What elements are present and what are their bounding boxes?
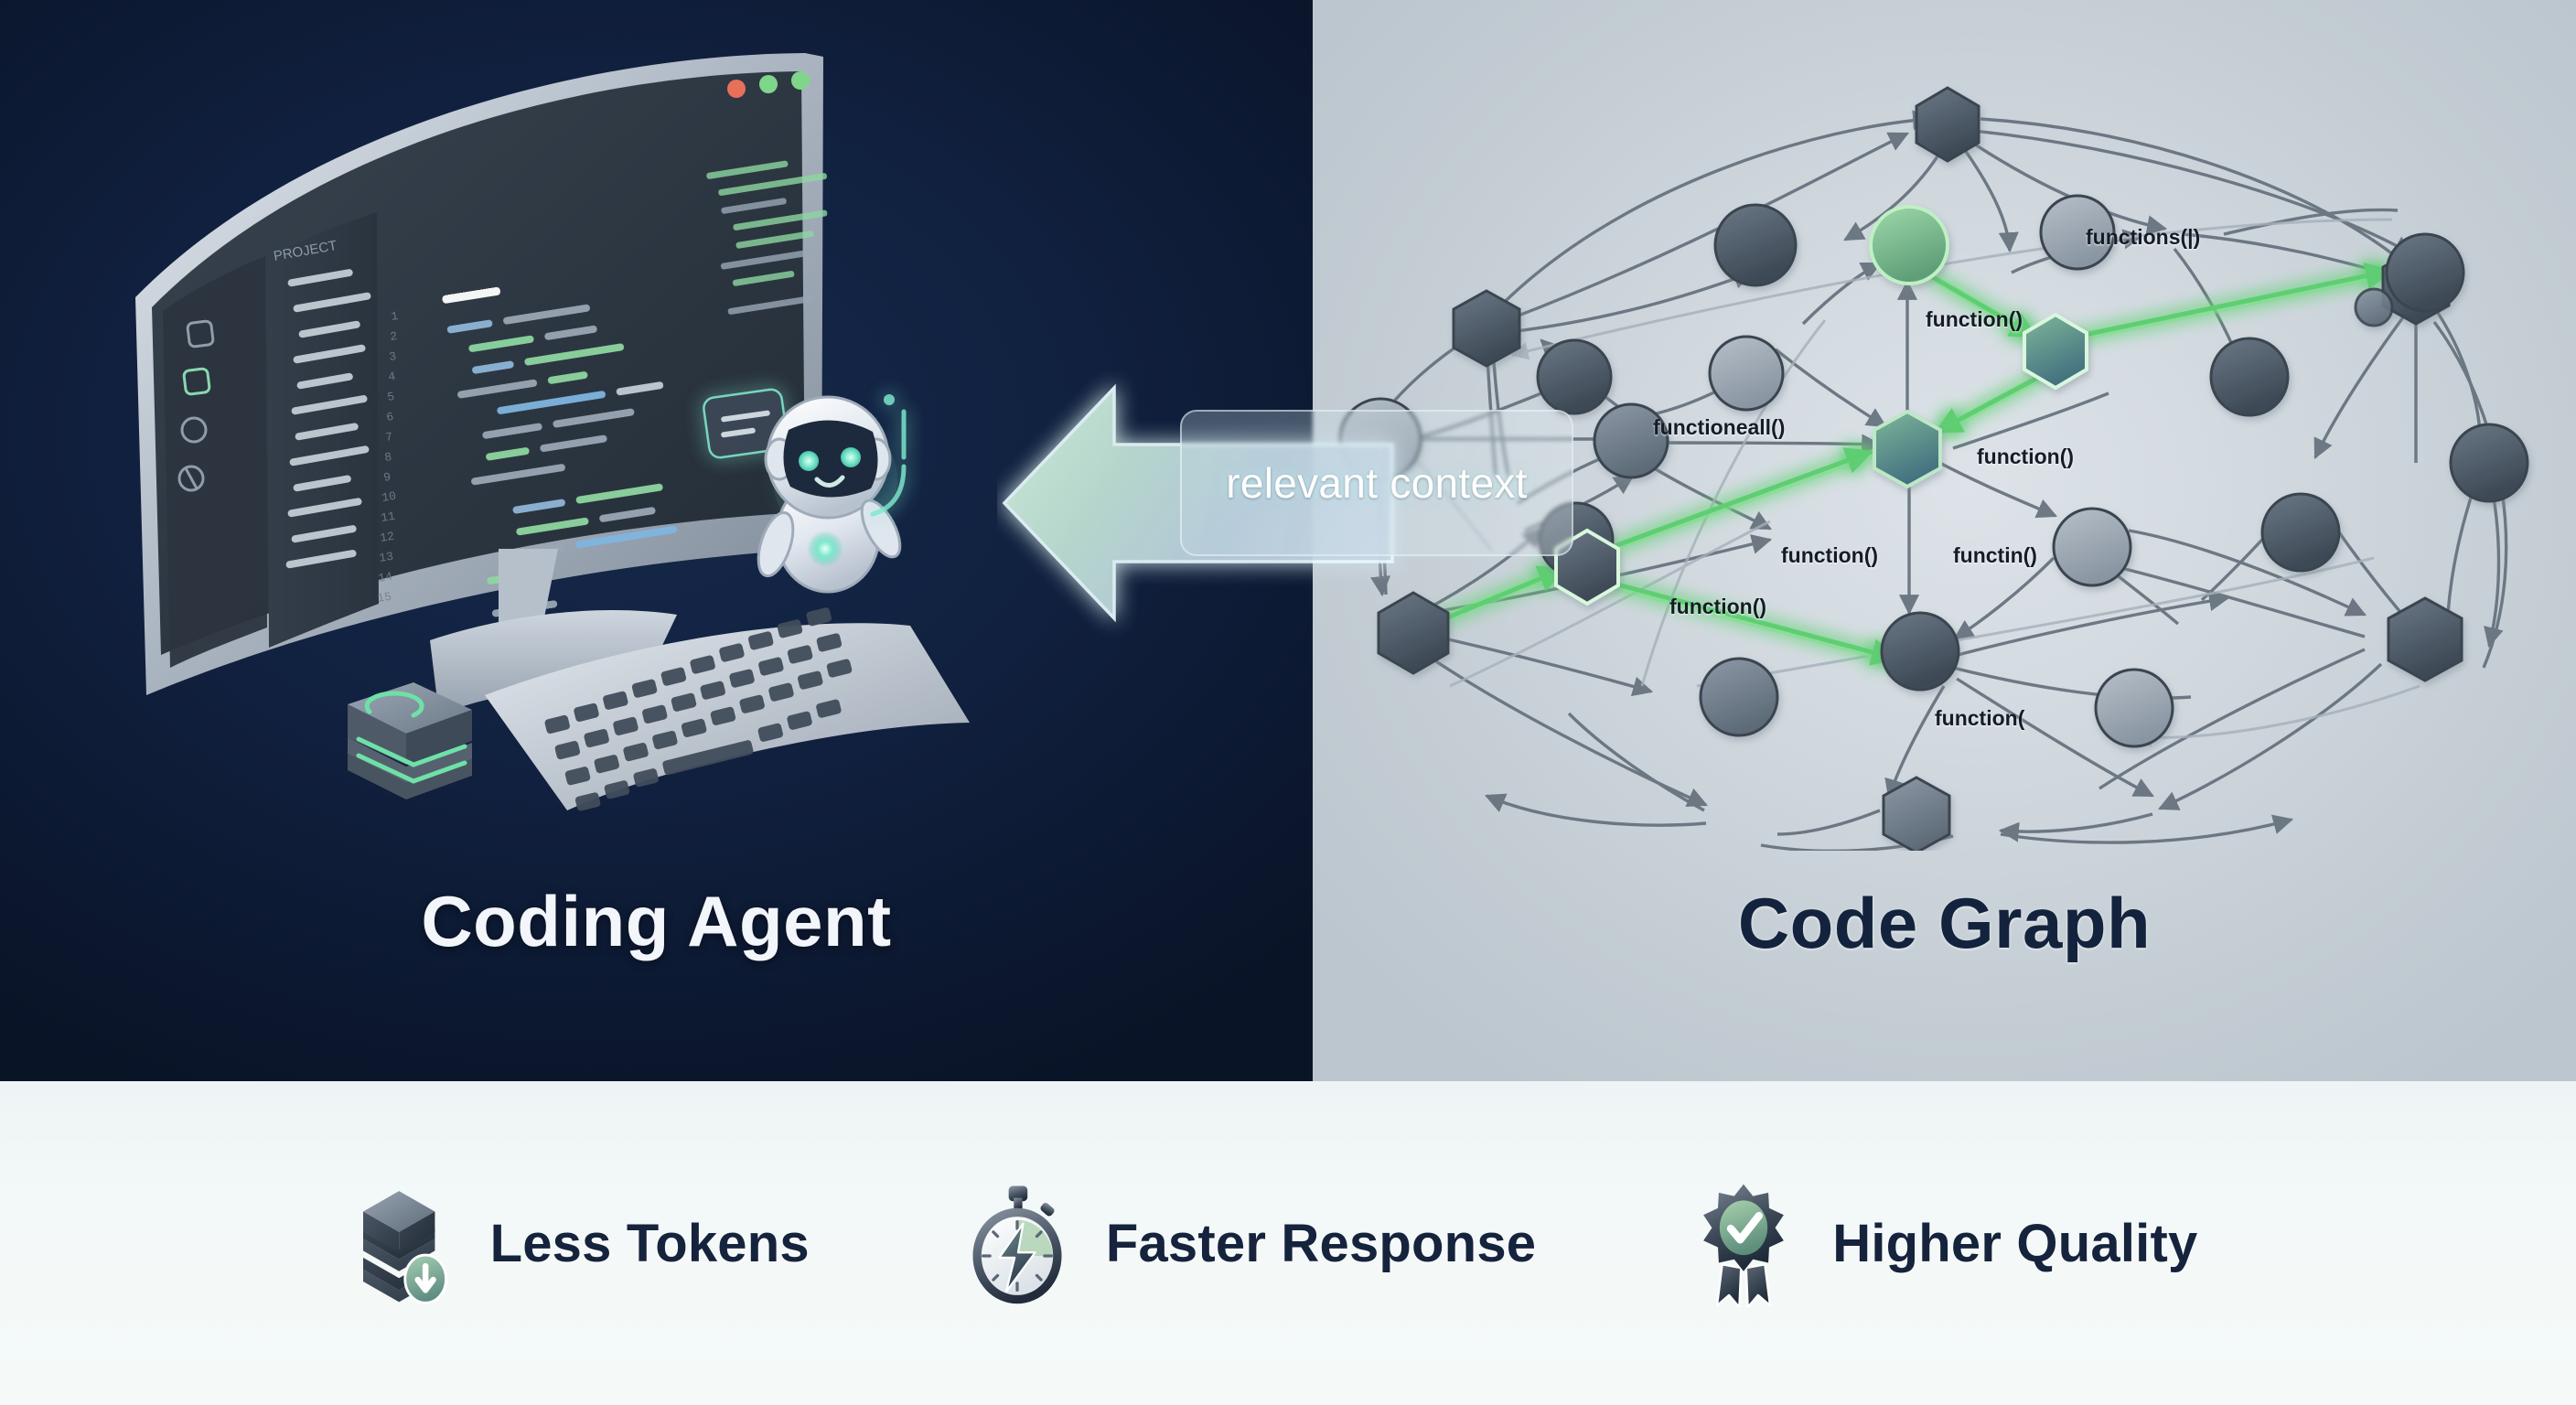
keyboard bbox=[485, 607, 970, 811]
graph-node-hex bbox=[1915, 86, 1980, 163]
graph-nodes bbox=[1338, 86, 2529, 854]
window-minimize-dot bbox=[759, 75, 778, 93]
relevant-context-label: relevant context bbox=[1226, 459, 1528, 507]
benefit-label: Faster Response bbox=[1105, 1213, 1537, 1273]
svg-text:5: 5 bbox=[386, 390, 395, 404]
coding-agent-title: Coding Agent bbox=[421, 881, 892, 961]
robot-smile bbox=[814, 475, 845, 488]
ide-activity-bar bbox=[163, 256, 267, 668]
graph-node-highlighted-hex bbox=[1873, 409, 1942, 489]
svg-text:3: 3 bbox=[388, 349, 397, 364]
graph-label: function( bbox=[1935, 706, 2025, 730]
svg-text:4: 4 bbox=[387, 370, 396, 384]
code-graph-title: Code Graph bbox=[1737, 883, 2152, 963]
benefit-label: Higher Quality bbox=[1832, 1213, 2198, 1273]
svg-text:8: 8 bbox=[383, 450, 392, 465]
window-maximize-dot bbox=[791, 71, 810, 90]
benefit-faster-response: Faster Response bbox=[958, 1179, 1536, 1307]
robot-arm-left bbox=[757, 510, 795, 578]
graph-node-circle bbox=[2052, 507, 2132, 587]
editor-code-lines bbox=[442, 160, 828, 617]
graph-node-highlighted bbox=[1869, 205, 1949, 285]
graph-node-hex bbox=[1452, 289, 1521, 368]
svg-text:12: 12 bbox=[379, 530, 395, 545]
graph-node-circle bbox=[1699, 657, 1779, 737]
svg-text:14: 14 bbox=[377, 570, 393, 585]
benefit-less-tokens: Less Tokens bbox=[342, 1179, 810, 1307]
graph-node-circle bbox=[2449, 423, 2529, 503]
benefit-label: Less Tokens bbox=[489, 1213, 810, 1273]
window-controls bbox=[727, 71, 810, 98]
svg-text:6: 6 bbox=[385, 410, 394, 424]
robot-aura bbox=[870, 394, 907, 517]
data-stack-icon bbox=[348, 682, 472, 799]
robot-faceplate bbox=[783, 420, 878, 498]
graph-label: functin() bbox=[1953, 543, 2037, 567]
graph-node-small bbox=[2354, 287, 2394, 327]
relevant-context-arrow: relevant context bbox=[997, 366, 1583, 640]
graph-label: function() bbox=[1977, 445, 2075, 468]
svg-text:13: 13 bbox=[378, 550, 394, 565]
svg-text:7: 7 bbox=[384, 430, 393, 445]
graph-node-circle bbox=[1536, 338, 1613, 415]
svg-text:10: 10 bbox=[381, 489, 397, 505]
window-close-dot bbox=[727, 80, 746, 98]
graph-node-highlighted-hex bbox=[2023, 312, 2088, 391]
graph-node-circle bbox=[1880, 611, 1960, 692]
robot-chest-light bbox=[807, 531, 843, 567]
graph-node-circle bbox=[1708, 335, 1785, 412]
graph-node-circle bbox=[1713, 203, 1798, 287]
graph-node-circle bbox=[2094, 668, 2174, 748]
svg-text:2: 2 bbox=[389, 329, 398, 344]
graph-node-hex bbox=[1377, 591, 1450, 675]
graph-label: function() bbox=[1781, 543, 1879, 567]
robot-eye-left bbox=[799, 451, 819, 471]
relevant-context-pill bbox=[1180, 410, 1573, 556]
graph-label: functioneall() bbox=[1653, 415, 1786, 439]
stopwatch-bolt-icon bbox=[972, 1185, 1062, 1304]
editor-line-numbers: 1 2 3 4 5 6 7 8 9 10 11 12 13 14 15 bbox=[376, 309, 399, 606]
graph-label: function() bbox=[1926, 307, 2023, 331]
svg-text:1: 1 bbox=[390, 309, 399, 324]
graph-node-circle bbox=[2260, 492, 2341, 573]
ide-file-tree: PROJECT bbox=[267, 212, 379, 648]
benefits-bar: Less Tokens bbox=[0, 1081, 2576, 1405]
assistant-robot bbox=[757, 394, 907, 594]
svg-text:11: 11 bbox=[380, 509, 396, 525]
robot-eye-right bbox=[841, 447, 861, 467]
coding-agent-scene: PROJECT bbox=[0, 0, 1313, 878]
svg-text:9: 9 bbox=[382, 470, 392, 485]
graph-node-circle bbox=[1593, 402, 1669, 479]
benefit-higher-quality: Higher Quality bbox=[1684, 1179, 2197, 1307]
svg-text:15: 15 bbox=[376, 590, 392, 606]
benefits-list: Less Tokens bbox=[342, 1179, 2198, 1307]
graph-label: function() bbox=[1669, 595, 1767, 618]
graph-node-circle bbox=[2039, 194, 2116, 271]
code-graph-illustration: functions(|) function() function() funct… bbox=[1313, 46, 2576, 854]
graph-node-circle bbox=[2385, 232, 2465, 313]
graph-label: functions(|) bbox=[2086, 225, 2201, 249]
graph-node-hex bbox=[2387, 596, 2463, 682]
award-ribbon-check-icon bbox=[1703, 1184, 1785, 1307]
stacked-layers-down-icon bbox=[362, 1191, 447, 1304]
graph-node-circle bbox=[2209, 337, 2290, 417]
monitor-illustration: PROJECT bbox=[135, 53, 970, 811]
